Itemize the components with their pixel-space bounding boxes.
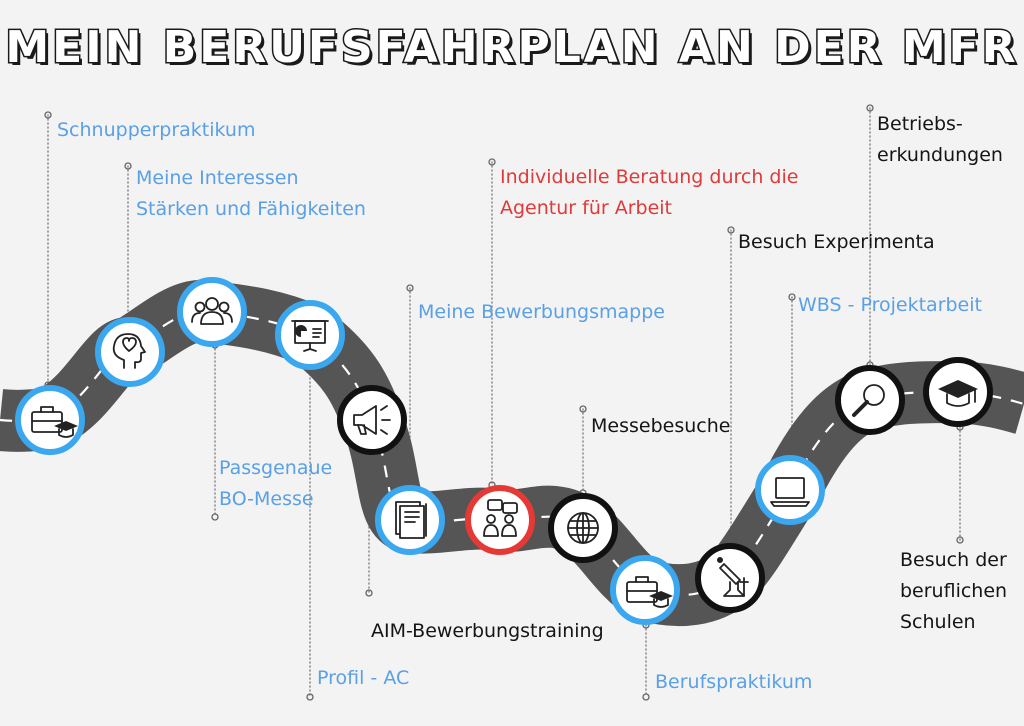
milestone-node — [755, 455, 825, 525]
milestone-node — [923, 357, 993, 427]
connector-dot — [788, 293, 796, 301]
milestone-label: Individuelle Beratung durch die Agentur … — [500, 166, 799, 219]
lab-flask-icon — [717, 557, 749, 597]
presentation-board-icon — [291, 320, 329, 352]
connector-dot — [406, 284, 414, 292]
globe-icon — [567, 512, 599, 544]
milestone-label: Meine Interessen Stärken und Fähigkeiten — [136, 167, 366, 220]
connector-dot — [956, 536, 964, 544]
milestone-label: Besuch der beruflichen Schulen — [900, 549, 1008, 633]
connector-dot — [211, 513, 219, 521]
connector-dot — [488, 158, 496, 166]
connector-dot — [44, 111, 52, 119]
milestone-ring — [275, 300, 345, 370]
milestone-ring — [15, 385, 85, 455]
milestone-label: Meine Bewerbungsmappe — [418, 301, 665, 323]
milestone-ring — [465, 485, 535, 555]
milestone-label: Berufspraktikum — [655, 671, 813, 693]
page-title: MEIN BERUFSFAHRPLAN AN DER MFR — [4, 21, 1019, 75]
milestone-label: WBS - Projektarbeit — [798, 294, 982, 316]
folder-document-icon — [395, 501, 427, 539]
connector-dot — [866, 104, 874, 112]
milestone-node — [177, 277, 247, 347]
milestone-node — [375, 485, 445, 555]
connector-dot — [579, 405, 587, 413]
milestone-node — [337, 385, 407, 455]
briefcase-graduation-icon — [626, 576, 673, 608]
milestone-node — [548, 493, 618, 563]
milestone-node — [275, 300, 345, 370]
milestone-ring — [337, 385, 407, 455]
milestone-ring — [95, 317, 165, 387]
milestone-label: Passgenaue BO-Messe — [219, 457, 333, 510]
milestone-label: Besuch Experimenta — [738, 231, 935, 253]
milestone-node — [610, 555, 680, 625]
milestone-label: AIM-Bewerbungstraining — [371, 620, 604, 642]
head-heart-icon — [112, 333, 146, 369]
milestone-label: Profil - AC — [317, 667, 410, 689]
megaphone-icon — [353, 405, 391, 435]
milestone-label: Betriebs- erkundungen — [877, 113, 1003, 166]
milestone-ring — [610, 555, 680, 625]
milestone-nodes — [15, 277, 993, 625]
connector-dot — [727, 226, 735, 234]
milestone-ring — [755, 455, 825, 525]
connector-dot — [365, 589, 373, 597]
milestone-node — [95, 317, 165, 387]
connector-dot — [306, 693, 314, 701]
magnifier-icon — [852, 384, 885, 417]
milestone-label: Schnupperpraktikum — [57, 119, 256, 141]
milestone-label: Messebesuche — [591, 415, 731, 437]
graduation-cap-icon — [938, 380, 978, 407]
milestone-node — [835, 365, 905, 435]
milestone-node — [15, 385, 85, 455]
briefcase-graduation-icon — [31, 406, 78, 438]
milestone-node — [695, 543, 765, 613]
connector-dot — [642, 693, 650, 701]
milestone-node — [465, 485, 535, 555]
laptop-icon — [770, 477, 810, 507]
milestone-ring — [835, 365, 905, 435]
connector-dot — [124, 162, 132, 170]
group-people-icon — [191, 297, 233, 325]
conversation-people-icon — [483, 499, 518, 537]
